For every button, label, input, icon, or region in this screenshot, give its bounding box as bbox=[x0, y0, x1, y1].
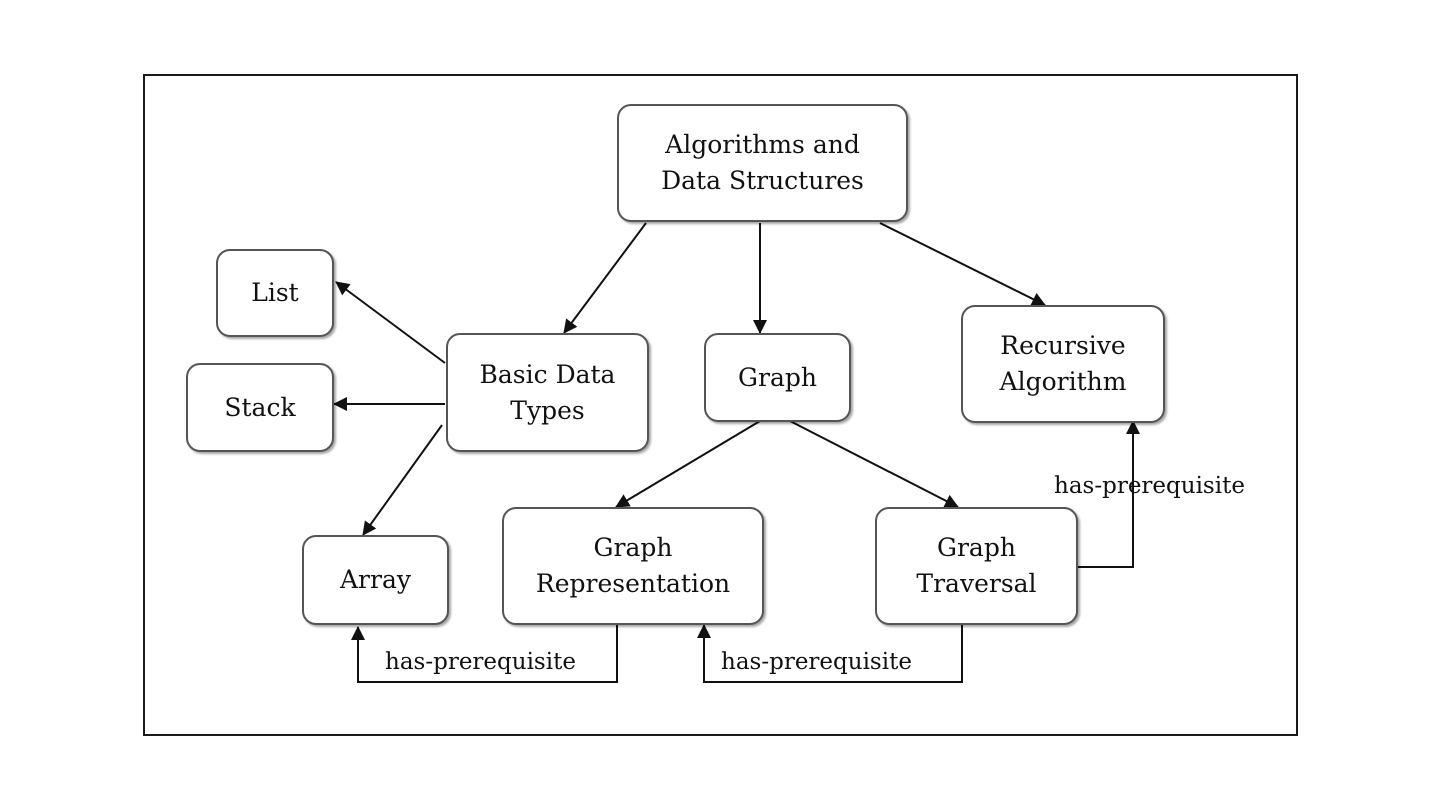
node-label: Graph Representation bbox=[535, 533, 731, 598]
node-label: Basic Data Types bbox=[479, 359, 616, 425]
edge-label-has-prerequisite: has-prerequisite bbox=[1054, 473, 1245, 499]
edge-graph-traversal-to-recursive bbox=[1077, 420, 1140, 568]
edge-algorithms-to-recursive bbox=[879, 222, 1046, 306]
node-label: Stack bbox=[224, 392, 296, 422]
node-label: Graph bbox=[738, 362, 817, 392]
node-label: Array bbox=[340, 565, 411, 594]
edge-basic-to-array bbox=[362, 424, 443, 536]
node-array: Array bbox=[302, 535, 449, 625]
node-algorithms-and-data-structures: Algorithms and Data Structures bbox=[617, 104, 908, 222]
edge-graph-to-graph-representation bbox=[615, 420, 761, 508]
node-graph-representation: Graph Representation bbox=[502, 507, 764, 625]
node-label: List bbox=[251, 278, 299, 307]
edge-algorithms-to-basic bbox=[563, 222, 647, 334]
node-recursive-algorithm: Recursive Algorithm bbox=[961, 305, 1165, 423]
edge-graph-representation-to-array bbox=[351, 625, 618, 683]
node-basic-data-types: Basic Data Types bbox=[446, 333, 649, 452]
node-graph: Graph bbox=[704, 333, 851, 422]
edge-label-has-prerequisite: has-prerequisite bbox=[721, 649, 912, 675]
node-label: Recursive Algorithm bbox=[999, 331, 1127, 396]
node-graph-traversal: Graph Traversal bbox=[875, 507, 1078, 625]
node-label: Graph Traversal bbox=[916, 533, 1037, 598]
edge-basic-to-list bbox=[335, 281, 446, 364]
node-label: Algorithms and Data Structures bbox=[661, 130, 864, 195]
node-stack: Stack bbox=[186, 363, 334, 452]
edge-graph-traversal-to-graph-representation bbox=[697, 624, 963, 683]
node-list: List bbox=[216, 249, 334, 337]
edge-label-has-prerequisite: has-prerequisite bbox=[385, 649, 576, 675]
edge-graph-to-graph-traversal bbox=[789, 420, 959, 508]
